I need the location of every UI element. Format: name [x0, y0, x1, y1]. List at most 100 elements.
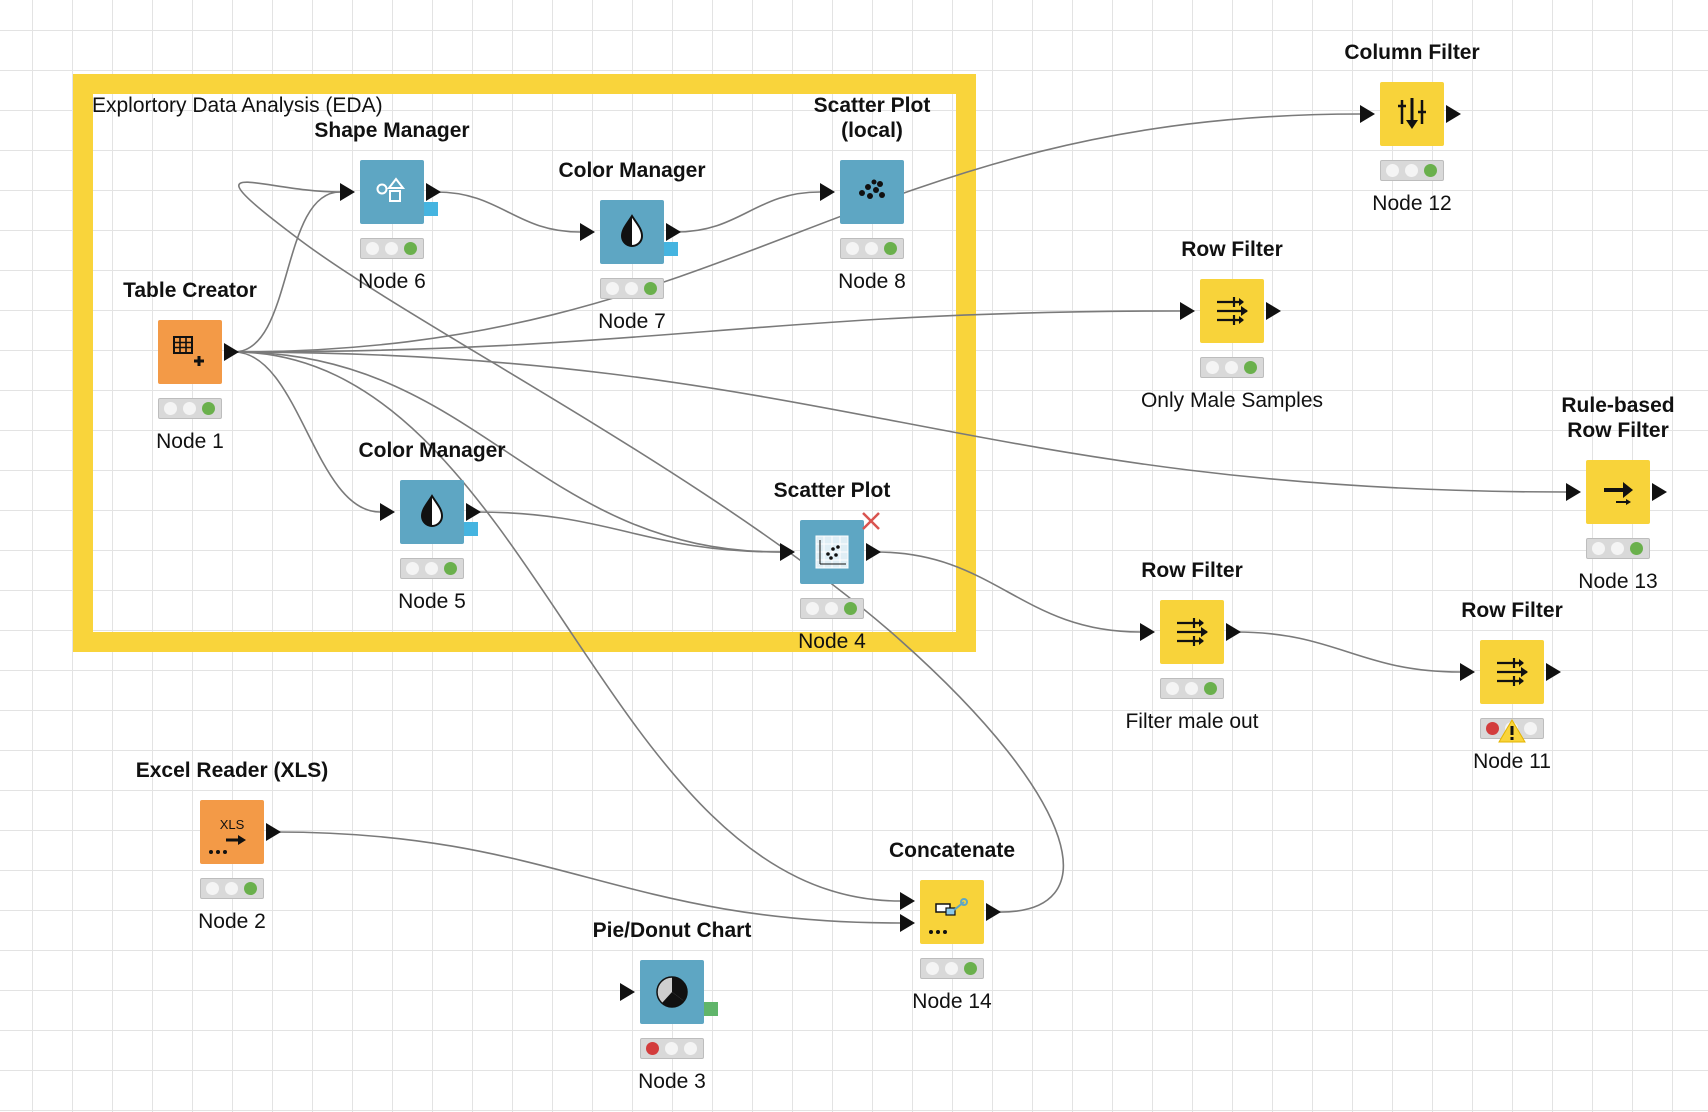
- node-label[interactable]: Node 6: [358, 270, 426, 293]
- input-port-bottom[interactable]: [900, 914, 915, 932]
- node-scatter-plot-local[interactable]: Scatter Plot (local) Node 8: [814, 94, 931, 293]
- node-label[interactable]: Node 14: [912, 990, 992, 1013]
- input-port[interactable]: [620, 983, 635, 1001]
- output-port[interactable]: [986, 903, 1001, 921]
- status-light-yellow: [945, 962, 958, 975]
- output-port[interactable]: [1266, 302, 1281, 320]
- output-port[interactable]: [266, 823, 281, 841]
- node-icon-box[interactable]: [1380, 82, 1444, 146]
- node-label[interactable]: Node 11: [1473, 750, 1551, 773]
- status-light-yellow: [1611, 542, 1624, 555]
- node-icon-box[interactable]: [400, 480, 464, 544]
- output-port[interactable]: [426, 183, 441, 201]
- input-port[interactable]: [1140, 623, 1155, 641]
- input-port[interactable]: [1360, 105, 1375, 123]
- node-rule-based-row-filter[interactable]: Rule-based Row Filter Node 13: [1561, 394, 1674, 593]
- node-column-filter[interactable]: Column Filter Node 12: [1344, 41, 1479, 215]
- input-port[interactable]: [580, 223, 595, 241]
- node-label[interactable]: Node 1: [156, 430, 224, 453]
- status-light-red: [366, 242, 379, 255]
- node-concatenate[interactable]: Concatenate Node 14: [889, 839, 1015, 1013]
- column-filter-icon: [1398, 98, 1426, 129]
- node-label[interactable]: Node 2: [198, 910, 266, 933]
- node-title: Row Filter: [1181, 238, 1283, 261]
- output-port[interactable]: [1446, 105, 1461, 123]
- flow-variable-port[interactable]: [464, 522, 478, 536]
- node-color-manager-5[interactable]: Color Manager Node 5: [358, 439, 505, 613]
- node-icon-box[interactable]: [1586, 460, 1650, 524]
- node-table-creator[interactable]: Table Creator Node 1: [123, 279, 257, 453]
- node-icon-box[interactable]: [800, 520, 864, 584]
- node-icon-box[interactable]: [1200, 279, 1264, 343]
- output-port[interactable]: [666, 223, 681, 241]
- node-label[interactable]: Node 12: [1372, 192, 1452, 215]
- node-label[interactable]: Node 3: [638, 1070, 706, 1093]
- input-port[interactable]: [1180, 302, 1195, 320]
- node-label[interactable]: Node 8: [838, 270, 906, 293]
- node-shape-manager[interactable]: Shape Manager Node 6: [314, 119, 469, 293]
- node-row-filter-11[interactable]: Row Filter Node 11: [1460, 599, 1563, 773]
- node-excel-reader[interactable]: Excel Reader (XLS) XLS Node 2: [136, 759, 329, 933]
- status-traffic-light: [360, 238, 424, 259]
- node-label[interactable]: Node 4: [798, 630, 866, 653]
- flow-variable-port[interactable]: [664, 242, 678, 256]
- input-port[interactable]: [340, 183, 355, 201]
- node-title: Shape Manager: [314, 119, 470, 142]
- node-scatter-plot[interactable]: Scatter Plot: [774, 479, 891, 653]
- node-icon-box[interactable]: [1480, 640, 1544, 704]
- output-port[interactable]: [1226, 623, 1241, 641]
- close-icon[interactable]: [860, 510, 882, 532]
- node-label[interactable]: Node 13: [1578, 570, 1658, 593]
- row-filter-icon: [1217, 297, 1248, 325]
- input-port[interactable]: [1460, 663, 1475, 681]
- input-port[interactable]: [1566, 483, 1581, 501]
- output-port[interactable]: [466, 503, 481, 521]
- node-title: Excel Reader (XLS): [135, 759, 329, 782]
- color-drop-icon: [420, 494, 444, 527]
- color-drop-icon: [620, 214, 644, 247]
- status-traffic-light: [640, 1038, 704, 1059]
- output-port[interactable]: [866, 543, 881, 561]
- node-icon-box[interactable]: [640, 960, 704, 1024]
- status-light-yellow: [825, 602, 838, 615]
- status-light-yellow: [665, 1042, 678, 1055]
- node-icon-box[interactable]: [600, 200, 664, 264]
- node-label[interactable]: Only Male Samples: [1140, 389, 1324, 412]
- node-title: Row Filter: [1461, 599, 1563, 622]
- node-row-filter-only-male[interactable]: Row Filter Only Male Samples: [1141, 238, 1323, 412]
- status-light-green: [964, 962, 977, 975]
- status-traffic-light: [840, 238, 904, 259]
- scatter-grid-icon: [815, 535, 849, 569]
- shapes-icon: [376, 177, 406, 202]
- node-icon-box[interactable]: [360, 160, 424, 224]
- node-label[interactable]: Node 7: [598, 310, 666, 333]
- input-port[interactable]: [820, 183, 835, 201]
- output-port[interactable]: [1652, 483, 1667, 501]
- status-light-green: [444, 562, 457, 575]
- connection-nfm-n11[interactable]: [1235, 631, 1461, 673]
- node-title: Scatter Plot (local): [813, 94, 931, 142]
- node-icon-box[interactable]: XLS: [200, 800, 264, 864]
- status-light-red: [1486, 722, 1499, 735]
- node-icon-box[interactable]: [158, 320, 222, 384]
- node-title: Rule-based Row Filter: [1561, 394, 1675, 442]
- connection-n2-n14[interactable]: [275, 831, 901, 924]
- warning-icon[interactable]: [1498, 718, 1526, 744]
- flow-variable-port[interactable]: [704, 1002, 718, 1016]
- node-icon-box[interactable]: [840, 160, 904, 224]
- output-port[interactable]: [224, 343, 239, 361]
- flow-variable-port[interactable]: [424, 202, 438, 216]
- node-icon-box[interactable]: [920, 880, 984, 944]
- status-light-red: [1592, 542, 1605, 555]
- node-label[interactable]: Node 5: [398, 590, 466, 613]
- node-label[interactable]: Filter male out: [1125, 710, 1259, 733]
- output-port[interactable]: [1546, 663, 1561, 681]
- input-port-top[interactable]: [900, 892, 915, 910]
- node-pie-donut-chart[interactable]: Pie/Donut Chart Node 3: [593, 919, 752, 1093]
- node-color-manager-7[interactable]: Color Manager Node 7: [558, 159, 705, 333]
- node-row-filter-male-out[interactable]: Row Filter Filter male out: [1125, 559, 1258, 733]
- node-icon-box[interactable]: [1160, 600, 1224, 664]
- input-port[interactable]: [780, 543, 795, 561]
- input-port[interactable]: [380, 503, 395, 521]
